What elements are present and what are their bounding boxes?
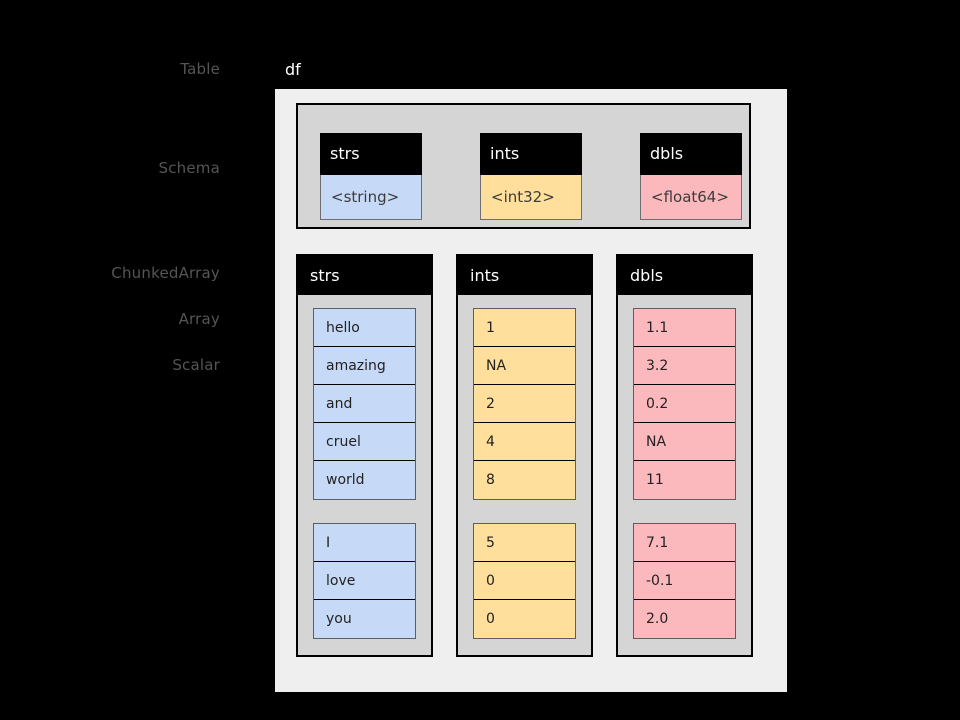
schema-field-type: <string>	[320, 175, 422, 220]
arrow-schema-icon	[245, 163, 273, 173]
column-name: dbls	[618, 256, 751, 295]
array-chunk: 1 NA 2 4 8	[473, 308, 576, 500]
column-body: 1 NA 2 4 8 5 0 0	[458, 295, 591, 655]
scalar-cell: 8	[474, 461, 575, 499]
column-name: strs	[298, 256, 431, 295]
array-chunk: I love you	[313, 523, 416, 639]
schema-field-type: <int32>	[480, 175, 582, 220]
scalar-cell: cruel	[314, 423, 415, 461]
table-panel: strs <string> ints <int32> dbls <float64…	[275, 89, 787, 692]
scalar-cell: amazing	[314, 347, 415, 385]
scalar-cell: you	[314, 600, 415, 638]
array-chunk: 7.1 -0.1 2.0	[633, 523, 736, 639]
schema-field-name: strs	[320, 133, 422, 175]
scalar-cell: 7.1	[634, 524, 735, 562]
scalar-cell: 2.0	[634, 600, 735, 638]
label-array: Array	[178, 310, 220, 328]
schema-field-strs: strs <string>	[320, 133, 422, 220]
schema-field-type: <float64>	[640, 175, 742, 220]
scalar-cell: 2	[474, 385, 575, 423]
scalar-cell: I	[314, 524, 415, 562]
scalar-cell: NA	[474, 347, 575, 385]
scalar-cell: world	[314, 461, 415, 499]
scalar-cell: and	[314, 385, 415, 423]
table-name: df	[285, 60, 301, 79]
scalar-cell: hello	[314, 309, 415, 347]
column-name: ints	[458, 256, 591, 295]
chunked-array-dbls: dbls 1.1 3.2 0.2 NA 11 7.1 -0.1 2.0	[616, 254, 753, 657]
schema-field-list: strs <string> ints <int32> dbls <float64…	[298, 105, 749, 227]
scalar-cell: -0.1	[634, 562, 735, 600]
schema-field-name: dbls	[640, 133, 742, 175]
scalar-cell: 3.2	[634, 347, 735, 385]
scalar-cell: 0.2	[634, 385, 735, 423]
array-chunk: hello amazing and cruel world	[313, 308, 416, 500]
chunked-array-ints: ints 1 NA 2 4 8 5 0 0	[456, 254, 593, 657]
label-scalar: Scalar	[172, 356, 220, 374]
scalar-cell: 1.1	[634, 309, 735, 347]
label-chunked-array: ChunkedArray	[111, 264, 220, 282]
scalar-cell: 5	[474, 524, 575, 562]
column-body: hello amazing and cruel world I love you	[298, 295, 431, 655]
scalar-cell: 1	[474, 309, 575, 347]
schema-field-name: ints	[480, 133, 582, 175]
scalar-cell: 11	[634, 461, 735, 499]
column-body: 1.1 3.2 0.2 NA 11 7.1 -0.1 2.0	[618, 295, 751, 655]
array-chunk: 5 0 0	[473, 523, 576, 639]
schema-box: strs <string> ints <int32> dbls <float64…	[296, 103, 751, 229]
scalar-cell: 0	[474, 562, 575, 600]
scalar-cell: 4	[474, 423, 575, 461]
label-table: Table	[180, 60, 220, 78]
scalar-cell: NA	[634, 423, 735, 461]
scalar-cell: 0	[474, 600, 575, 638]
schema-field-ints: ints <int32>	[480, 133, 582, 220]
scalar-cell: love	[314, 562, 415, 600]
array-chunk: 1.1 3.2 0.2 NA 11	[633, 308, 736, 500]
chunked-array-strs: strs hello amazing and cruel world I lov…	[296, 254, 433, 657]
schema-field-dbls: dbls <float64>	[640, 133, 742, 220]
label-schema: Schema	[158, 159, 220, 177]
